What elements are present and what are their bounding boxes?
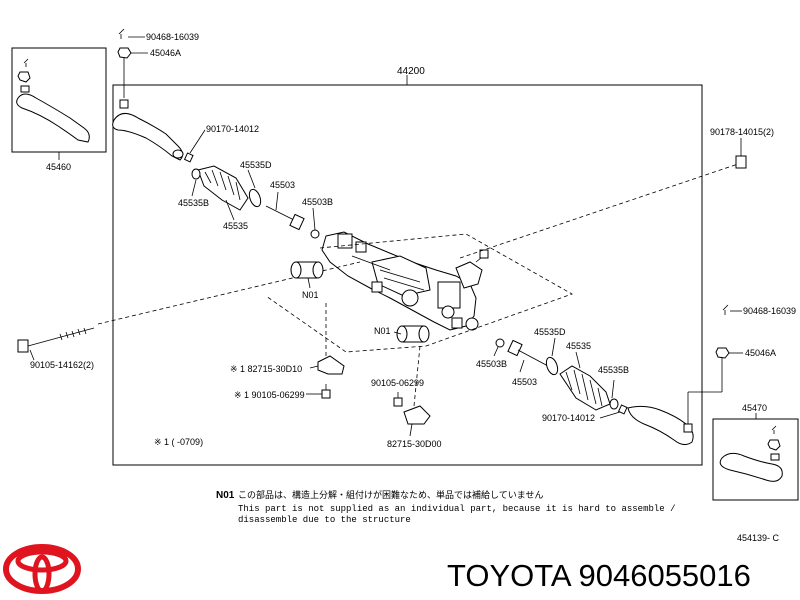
- boot-right: [559, 365, 619, 411]
- bushing-n01-right: [396, 325, 430, 343]
- nut-90178: [735, 155, 747, 169]
- bolt-90105-06299-label: 90105-06299: [371, 378, 424, 388]
- nut-45046a-right-label: 45046A: [745, 348, 776, 358]
- rod-45503-left-label: 45503: [270, 180, 295, 190]
- boot-45535d-right-label: 45535D: [534, 327, 566, 337]
- tie-rod-end-right-label: 45470: [742, 403, 767, 413]
- tie-rod-end-left-label: 45460: [46, 162, 71, 172]
- bolt-90105-06299: [393, 392, 403, 407]
- bracket-82715-30d10: [317, 300, 345, 375]
- note-jp: この部品は、構造上分解・組付けが困難なため、単品では補給していません: [238, 489, 543, 500]
- toyota-logo-icon: [3, 544, 81, 594]
- bolt-90105-14162-label: 90105-14162(2): [30, 360, 94, 370]
- clip-90170-right: [617, 404, 628, 415]
- footnote: ※ 1 ( -0709): [154, 437, 203, 447]
- page-title: TOYOTA 9046055016: [447, 558, 751, 593]
- tie-rod-end-left: [112, 99, 184, 161]
- bushing-n01-right-label: N01: [374, 326, 391, 336]
- bracket-82715-30d00: [403, 345, 431, 425]
- rack-outline-dashed: [265, 233, 573, 353]
- washer-45503b-left: [310, 229, 320, 239]
- tie-rod-end-left-inset: [16, 58, 90, 143]
- nut-45046a-right-icon: [715, 347, 730, 359]
- assembly-frame: [112, 84, 703, 466]
- washer-45503b-right: [495, 338, 505, 348]
- nut-45046a-left-label: 45046A: [150, 48, 181, 58]
- pin-90468-left-label: 90468-16039: [146, 32, 199, 42]
- note-en-line2: disassemble due to the structure: [238, 515, 411, 525]
- assembly-label: 44200: [397, 66, 425, 77]
- inner-rod-left: [265, 205, 305, 231]
- boot-45535b-left-label: 45535B: [178, 198, 209, 208]
- cotter-pin-left-icon: [118, 28, 125, 39]
- boot-45535d-left-label: 45535D: [240, 160, 272, 170]
- tie-rod-end-right-box: [712, 418, 799, 501]
- bolt-90105-06299-star-label: ※ 1 90105-06299: [234, 390, 305, 400]
- note-code: N01: [216, 490, 235, 501]
- clip-90170-left-label: 90170-14012: [206, 124, 259, 134]
- tie-rod-end-right: [627, 405, 694, 446]
- bracket-82715-30d00-label: 82715-30D00: [387, 439, 442, 449]
- cotter-pin-right-icon: [722, 304, 729, 315]
- clip-90170-left: [183, 152, 194, 163]
- tie-rod-end-right-inset: [719, 425, 783, 482]
- bushing-n01-left-label: N01: [302, 290, 319, 300]
- band-45535d-right: [545, 356, 559, 376]
- bolt-line-right: [459, 163, 739, 259]
- rack-housing: [321, 231, 489, 331]
- boot-45535b-right-label: 45535B: [598, 365, 629, 375]
- pin-90468-right-label: 90468-16039: [743, 306, 796, 316]
- washer-45503b-right-label: 45503B: [476, 359, 507, 369]
- inner-rod-right: [507, 339, 549, 367]
- bolt-90105-14162: [17, 327, 95, 353]
- band-45535d-left: [248, 188, 262, 208]
- boot-45535-left-label: 45535: [223, 221, 248, 231]
- boot-left: [191, 165, 249, 211]
- bracket-82715-30d10-label: ※ 1 82715-30D10: [230, 364, 302, 374]
- nut-45046a-left-icon: [117, 47, 132, 59]
- boot-45535-right-label: 45535: [566, 341, 591, 351]
- clip-90170-right-label: 90170-14012: [542, 413, 595, 423]
- washer-45503b-left-label: 45503B: [302, 197, 333, 207]
- doc-code: 454139- C: [737, 533, 780, 543]
- bolt-90105-06299-star: [321, 384, 331, 399]
- note-en-line1: This part is not supplied as an individu…: [238, 504, 675, 514]
- bushing-n01-left: [290, 261, 324, 279]
- rod-45503-right-label: 45503: [512, 377, 537, 387]
- nut-90178-label: 90178-14015(2): [710, 127, 774, 137]
